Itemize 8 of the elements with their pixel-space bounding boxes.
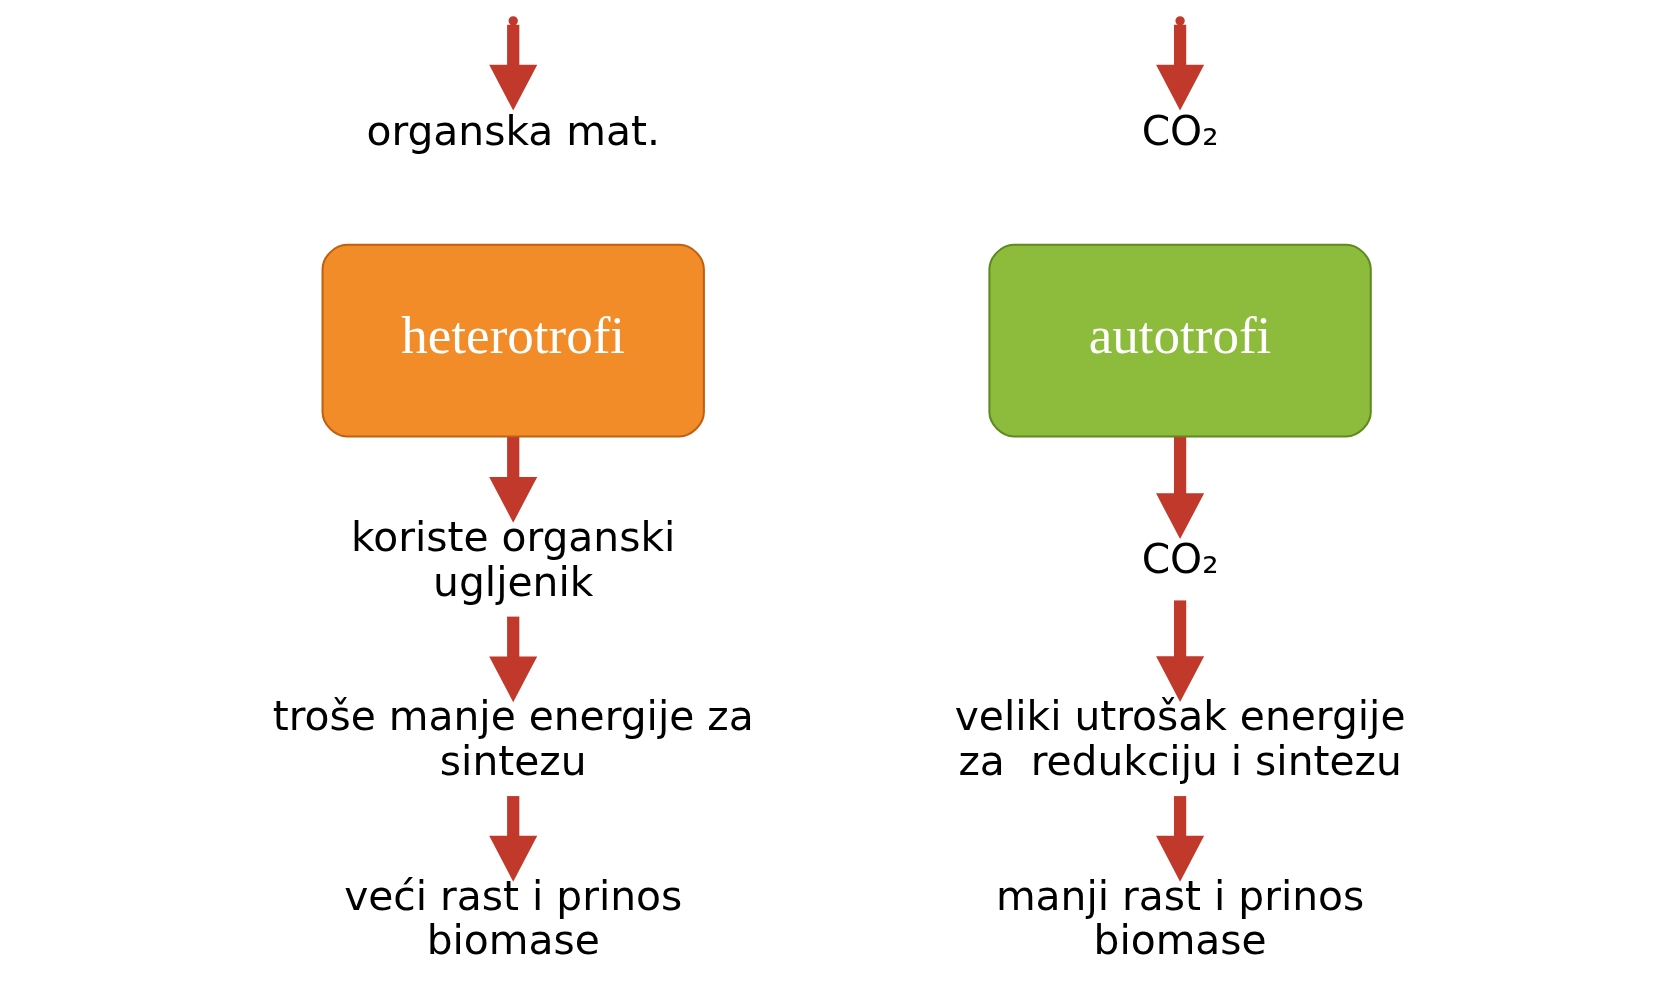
node-text: koriste organski ugljenik	[350, 512, 675, 606]
node-text: organska mat.	[366, 106, 660, 155]
node-text: troše manje energije za sintezu	[272, 691, 754, 785]
node-text: CO₂	[1141, 106, 1219, 155]
node-text: veliki utrošak energije za redukciju i sintezu	[954, 691, 1405, 785]
node-text: CO₂	[1141, 534, 1219, 583]
node-text: manji rast i prinos biomase	[995, 871, 1364, 964]
node-text: veći rast i prinos biomase	[343, 871, 682, 964]
